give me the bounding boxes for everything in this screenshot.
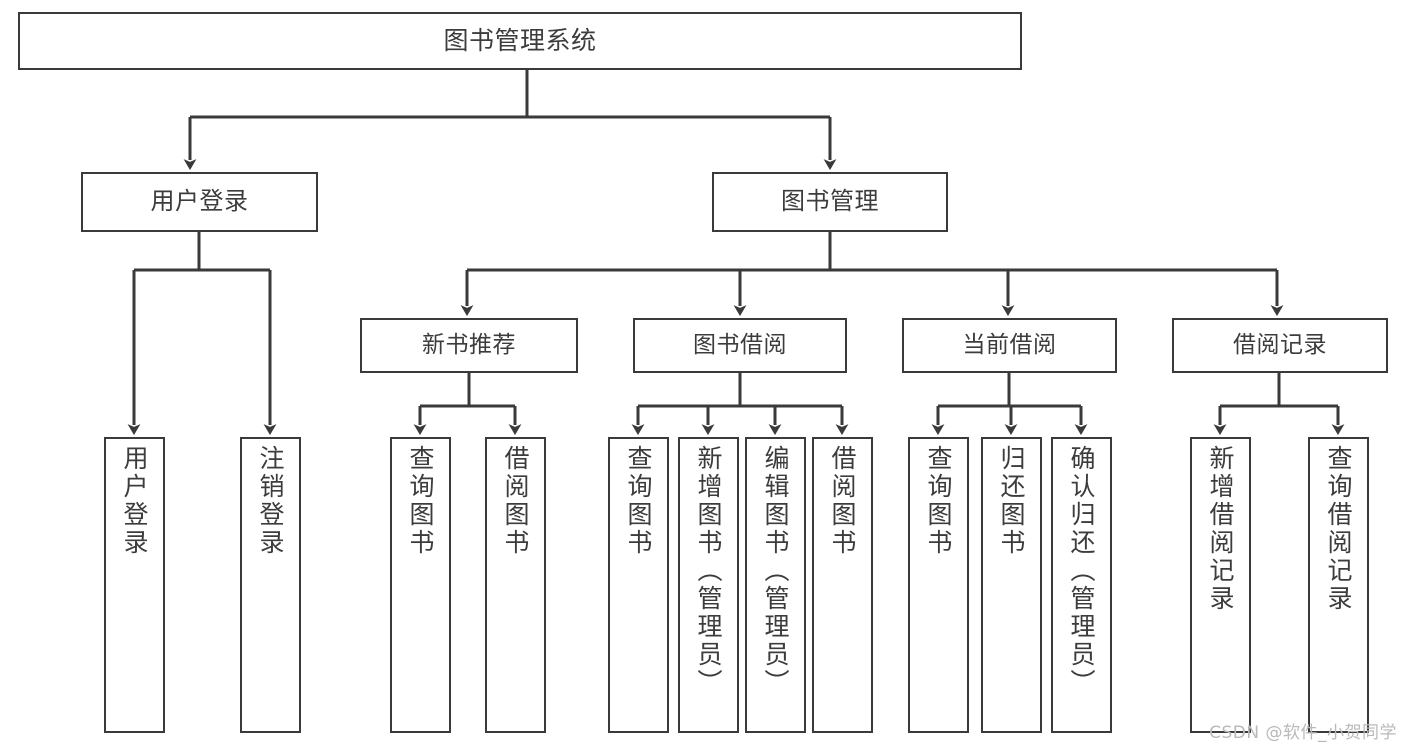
node-current-borrow[interactable]: 当前借阅 xyxy=(902,318,1117,373)
node-book-borrow[interactable]: 图书借阅 xyxy=(633,318,847,373)
node-leaf-query-book-2[interactable]: 查询图书 xyxy=(608,437,669,733)
node-leaf-confirm-return-label: 确认归还（管理员） xyxy=(1067,445,1096,697)
node-borrow-record[interactable]: 借阅记录 xyxy=(1172,318,1388,373)
node-leaf-add-record[interactable]: 新增借阅记录 xyxy=(1190,437,1251,733)
node-leaf-add-record-label: 新增借阅记录 xyxy=(1206,445,1235,613)
node-book-manage[interactable]: 图书管理 xyxy=(712,172,948,232)
node-leaf-edit-book-label: 编辑图书（管理员） xyxy=(761,445,790,697)
node-leaf-add-book[interactable]: 新增图书（管理员） xyxy=(678,437,739,733)
node-leaf-logout-label: 注销登录 xyxy=(256,445,285,557)
node-leaf-query-record[interactable]: 查询借阅记录 xyxy=(1308,437,1369,733)
node-leaf-query-book-3-label: 查询图书 xyxy=(924,445,953,557)
node-leaf-query-record-label: 查询借阅记录 xyxy=(1324,445,1353,613)
node-leaf-borrow-book-2-label: 借阅图书 xyxy=(828,445,857,557)
node-leaf-query-book-1[interactable]: 查询图书 xyxy=(390,437,451,733)
node-new-book-recommend[interactable]: 新书推荐 xyxy=(360,318,578,373)
node-leaf-borrow-book-2[interactable]: 借阅图书 xyxy=(812,437,873,733)
node-leaf-borrow-book-1[interactable]: 借阅图书 xyxy=(485,437,546,733)
node-root[interactable]: 图书管理系统 xyxy=(18,12,1022,70)
watermark: CSDN @软件_小贺同学 xyxy=(1209,723,1397,743)
node-user-login[interactable]: 用户登录 xyxy=(81,172,318,232)
node-leaf-borrow-book-1-label: 借阅图书 xyxy=(501,445,530,557)
node-root-label: 图书管理系统 xyxy=(443,25,597,55)
node-leaf-logout[interactable]: 注销登录 xyxy=(240,437,301,733)
node-leaf-query-book-3[interactable]: 查询图书 xyxy=(908,437,969,733)
node-new-book-recommend-label: 新书推荐 xyxy=(422,332,516,359)
node-current-borrow-label: 当前借阅 xyxy=(962,332,1057,359)
node-leaf-query-book-2-label: 查询图书 xyxy=(624,445,653,557)
node-leaf-user-login-label: 用户登录 xyxy=(120,445,149,557)
node-user-login-label: 用户登录 xyxy=(150,187,249,216)
node-leaf-confirm-return[interactable]: 确认归还（管理员） xyxy=(1051,437,1112,733)
node-book-borrow-label: 图书借阅 xyxy=(693,332,787,359)
node-leaf-edit-book[interactable]: 编辑图书（管理员） xyxy=(745,437,806,733)
node-borrow-record-label: 借阅记录 xyxy=(1233,332,1327,359)
node-leaf-return-book-label: 归还图书 xyxy=(997,445,1026,557)
node-leaf-return-book[interactable]: 归还图书 xyxy=(981,437,1042,733)
node-leaf-user-login[interactable]: 用户登录 xyxy=(104,437,165,733)
node-leaf-add-book-label: 新增图书（管理员） xyxy=(694,445,723,697)
node-leaf-query-book-1-label: 查询图书 xyxy=(406,445,435,557)
node-book-manage-label: 图书管理 xyxy=(781,187,879,216)
